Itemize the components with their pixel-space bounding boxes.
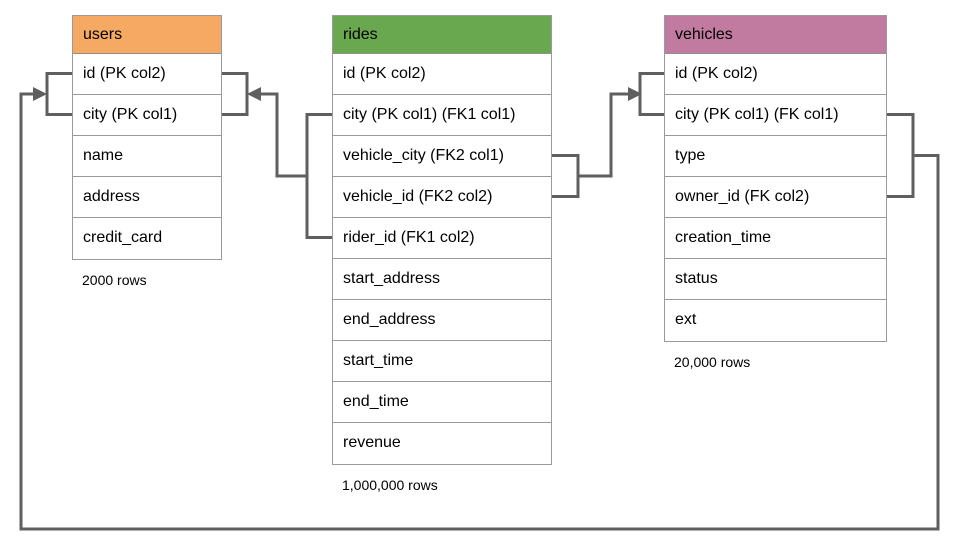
- table-row: city (PK col1) (FK1 col1): [333, 95, 551, 136]
- table-vehicles-rowcount: 20,000 rows: [674, 354, 751, 370]
- table-row: address: [73, 177, 221, 218]
- table-rides-rowcount: 1,000,000 rows: [342, 477, 438, 493]
- fk1-arrowhead-icon: [247, 87, 261, 101]
- table-vehicles-title: vehicles: [665, 16, 886, 54]
- table-users-rowcount: 2000 rows: [82, 272, 147, 288]
- table-row: type: [665, 136, 886, 177]
- table-row: start_time: [333, 341, 551, 382]
- table-vehicles: vehicles id (PK col2) city (PK col1) (FK…: [664, 15, 887, 370]
- table-row: name: [73, 136, 221, 177]
- table-row: end_time: [333, 382, 551, 423]
- fk-arrowhead-icon: [33, 87, 47, 101]
- table-row: vehicle_city (FK2 col1): [333, 136, 551, 177]
- table-row: status: [665, 259, 886, 300]
- table-row: creation_time: [665, 218, 886, 259]
- table-row: city (PK col1) (FK col1): [665, 95, 886, 136]
- table-users-title: users: [73, 16, 221, 54]
- table-row: city (PK col1): [73, 95, 221, 136]
- fk-users-bracket: [45, 72, 72, 116]
- table-row: end_address: [333, 300, 551, 341]
- table-row: credit_card: [73, 218, 221, 259]
- table-row: start_address: [333, 259, 551, 300]
- fk2-rides-bracket: [552, 154, 580, 198]
- table-row: id (PK col2): [333, 54, 551, 95]
- table-users: users id (PK col2) city (PK col1) name a…: [72, 15, 222, 288]
- table-row: id (PK col2): [73, 54, 221, 95]
- table-row: ext: [665, 300, 886, 341]
- table-row: revenue: [333, 423, 551, 464]
- fk2-connector-line: [578, 92, 637, 178]
- fk2-arrowhead-icon: [628, 87, 642, 101]
- fk2-vehicles-bracket: [638, 72, 664, 116]
- table-row: id (PK col2): [665, 54, 886, 95]
- table-rides-title: rides: [333, 16, 551, 54]
- table-row: vehicle_id (FK2 col2): [333, 177, 551, 218]
- fk-vehicles-bracket: [887, 113, 915, 198]
- fk1-users-bracket: [222, 72, 249, 116]
- fk1-rides-bracket: [305, 113, 332, 239]
- table-row: owner_id (FK col2): [665, 177, 886, 218]
- table-row: rider_id (FK1 col2): [333, 218, 551, 259]
- fk-connector-line: [19, 92, 940, 531]
- table-rides: rides id (PK col2) city (PK col1) (FK1 c…: [332, 15, 552, 493]
- fk1-connector-line: [252, 92, 307, 178]
